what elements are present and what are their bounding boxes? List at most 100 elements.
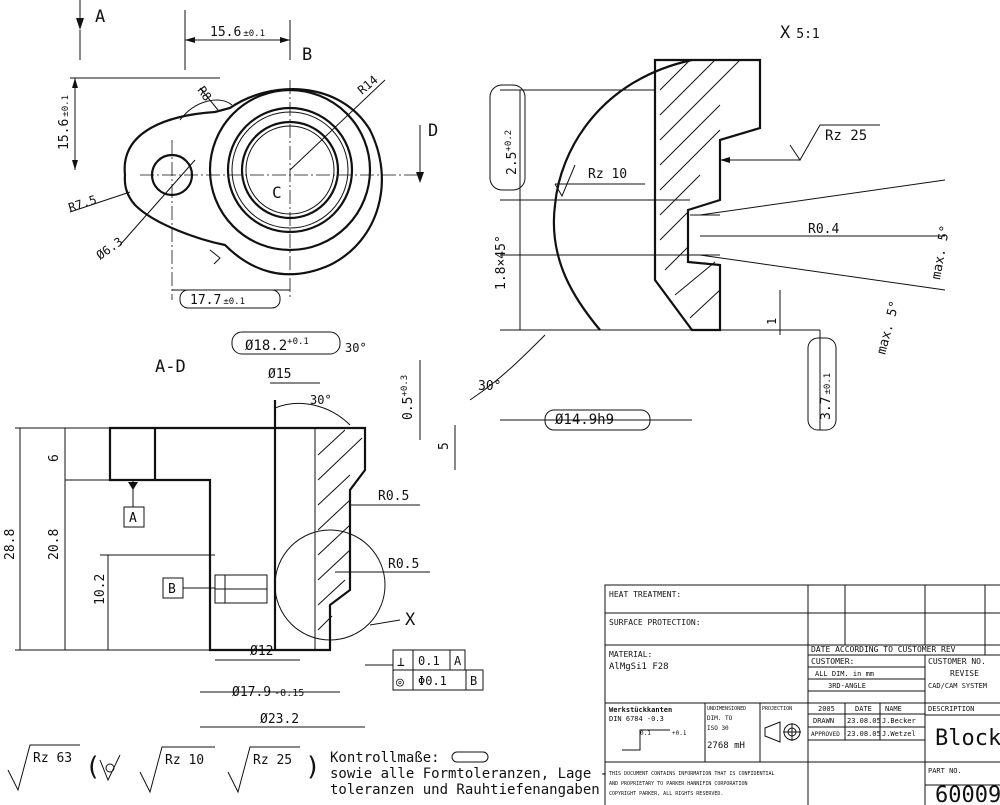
radius-r14: R14 xyxy=(355,73,381,98)
tb-drawn-date: 23.08.05 xyxy=(847,717,881,725)
tb-approved: APPROVED xyxy=(811,731,840,738)
tb-conf3: COPYRIGHT PARKER, ALL RIGHTS RESERVED. xyxy=(609,791,723,797)
detail-x-ref: X xyxy=(405,610,416,630)
svg-text:): ) xyxy=(305,752,321,782)
tb-surface: SURFACE PROTECTION: xyxy=(609,618,701,627)
tb-undim3: ISO 30 xyxy=(707,725,729,732)
datum-b: B xyxy=(168,582,176,597)
tb-part-no: 60009 xyxy=(935,783,1000,805)
section-a-label: A xyxy=(95,7,105,27)
tb-projection: PROJECTION xyxy=(762,706,792,712)
note-line-2: sowie alle Formtoleranzen, Lage - xyxy=(330,766,608,782)
tb-third-angle: 3RD-ANGLE xyxy=(828,682,866,690)
top-view: A 15.6±0.1 B 15.6±0.1 C R8 xyxy=(57,0,438,309)
tb-werkst1: Werkstückkanten xyxy=(609,706,672,714)
dia-17-9: Ø17.9-0.15 xyxy=(232,685,304,700)
projection-symbol-icon xyxy=(764,721,801,743)
tb-dim-b: +0.1 xyxy=(672,730,687,737)
dia-12: Ø12 xyxy=(250,644,273,659)
tb-all-dim: ALL DIM. in mm xyxy=(815,670,874,678)
rough-rz25-footer: Rz 25 xyxy=(253,753,292,768)
dia-23-2: Ø23.2 xyxy=(260,712,299,727)
tb-year: 2005 xyxy=(818,705,835,713)
tol1-ref: A xyxy=(454,654,462,668)
section-d-label: D xyxy=(428,121,438,141)
tol2-value: Φ0.1 xyxy=(418,674,447,688)
tb-appr-name: J.Wetzel xyxy=(882,730,916,738)
svg-text:(: ( xyxy=(85,752,101,782)
dia-14-9: Ø14.9h9 xyxy=(555,412,614,428)
tb-conf2: AND PROPRIETARY TO PARKER HANNIFIN CORPO… xyxy=(609,781,747,787)
tolerance-frame-2: ◎ Φ0.1 B xyxy=(392,669,484,691)
tb-part-no-label: PART NO. xyxy=(928,767,962,775)
angle-30b: 30° xyxy=(310,393,332,407)
tb-conf1: THIS DOCUMENT CONTAINS INFORMATION THAT … xyxy=(609,771,775,777)
rough-rz10: Rz 10 xyxy=(588,167,627,182)
dia-18-2: Ø18.2+0.1 xyxy=(245,337,309,354)
dia-hole: Ø6.3 xyxy=(94,234,126,262)
tb-undim: UNDIMENSIONED xyxy=(707,706,746,712)
dim-1: 1 xyxy=(765,318,779,325)
rough-rz63: Rz 63 xyxy=(33,751,72,766)
tb-drawn-name: J.Becker xyxy=(882,717,916,725)
radius-r04: R0.4 xyxy=(808,222,839,237)
section-ad-view: A-D Ø18.2+0.1 30° Ø15 30° 0.5+0.3 5 xyxy=(3,331,484,728)
tb-drawn: DRAWN xyxy=(813,717,834,725)
dim-height: 15.6±0.1 xyxy=(57,95,72,150)
title-block: HEAT TREATMENT: SURFACE PROTECTION: MATE… xyxy=(604,584,1000,805)
tb-customer: CUSTOMER: xyxy=(811,657,854,666)
tb-name-head: NAME xyxy=(885,705,902,713)
rough-rz10-footer: Rz 10 xyxy=(165,753,204,768)
max5-a: max. 5° xyxy=(929,224,953,281)
tb-date-head: DATE xyxy=(855,705,872,713)
rough-rz25: Rz 25 xyxy=(825,128,867,144)
tb-customer-no: CUSTOMER NO. xyxy=(928,657,986,666)
tb-description: DESCRIPTION xyxy=(928,705,974,713)
hatching xyxy=(659,59,741,319)
tb-undim4: 2768 mH xyxy=(707,741,745,751)
dim-20-8: 20.8 xyxy=(47,529,62,560)
note-line-3: toleranzen und Rauhtiefenangaben xyxy=(330,782,600,798)
tol2-ref: B xyxy=(470,674,477,688)
note-line-1: Kontrollmaße: xyxy=(330,750,440,766)
tb-dim-a: 0.1 xyxy=(640,730,651,737)
dim-10-2: 10.2 xyxy=(93,574,108,605)
dim-5: 5 xyxy=(437,442,452,450)
tb-cad: CAD/CAM SYSTEM xyxy=(928,682,987,690)
dia-15: Ø15 xyxy=(268,367,291,382)
tol1-value: 0.1 xyxy=(418,654,440,668)
dim-6: 6 xyxy=(47,454,62,462)
radius-r05b: R0.5 xyxy=(388,557,419,572)
tb-material-label: MATERIAL: xyxy=(609,650,652,659)
section-title: A-D xyxy=(155,357,186,377)
tb-date-acc: DATE ACCORDING TO CUSTOMER REV xyxy=(811,645,956,654)
section-hatching xyxy=(317,429,363,631)
dim-offset: 17.7±0.1 xyxy=(190,293,245,308)
center-c-label: C xyxy=(272,183,282,202)
dim-width: 15.6±0.1 xyxy=(210,25,265,40)
max5-b: max. 5° xyxy=(874,299,903,356)
tb-material: AlMgSi1 F28 xyxy=(609,662,669,672)
radius-r05a: R0.5 xyxy=(378,489,409,504)
dim-3-7: 3.7±0.1 xyxy=(819,373,834,420)
tb-werkst2: DIN 6784 -0.3 xyxy=(609,715,664,723)
tb-block: Block xyxy=(935,726,1000,751)
tb-appr-date: 23.08.05 xyxy=(847,730,881,738)
dim-0-5: 0.5+0.3 xyxy=(400,375,416,420)
section-b-label: B xyxy=(302,45,312,65)
tolerance-frame-1: ⊥ 0.1 A xyxy=(392,649,466,671)
dim-28-8: 28.8 xyxy=(3,529,18,560)
svg-text:◎: ◎ xyxy=(396,675,404,690)
datum-a: A xyxy=(129,511,137,526)
tb-revise: REVISE xyxy=(950,669,979,678)
dim-2-5: 2.5+0.2 xyxy=(504,130,520,175)
svg-text:⊥: ⊥ xyxy=(397,655,405,670)
footer-notes: Rz 63 ( Rz 10 Rz 25 ) Kontrollmaße: sowi… xyxy=(7,744,608,798)
tb-undim2: DIM. TO xyxy=(707,715,733,722)
dim-chamfer: 1.8×45° xyxy=(494,235,509,290)
tb-heat: HEAT TREATMENT: xyxy=(609,590,681,599)
angle-30a: 30° xyxy=(345,341,367,355)
